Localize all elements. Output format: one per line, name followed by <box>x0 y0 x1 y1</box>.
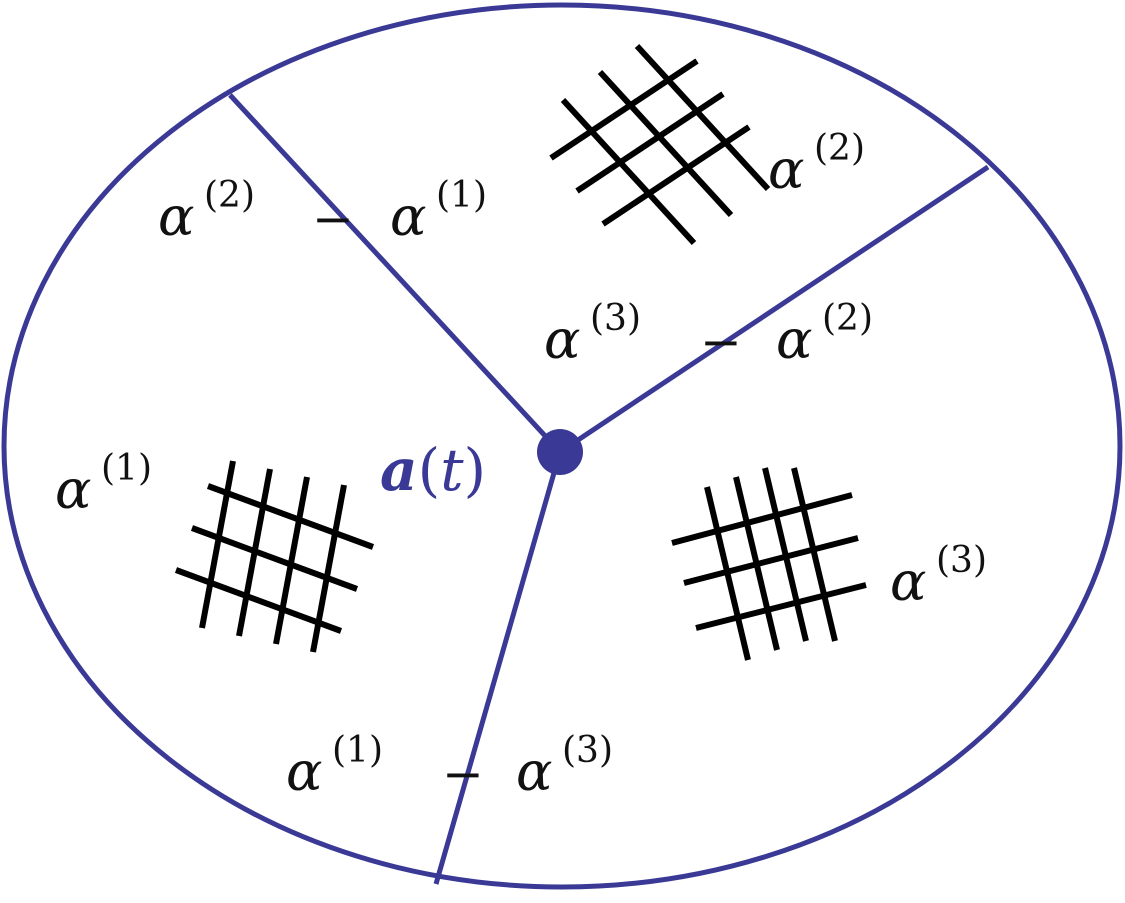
triple-junction-point <box>537 429 583 475</box>
junction-label: a(t) <box>380 436 486 504</box>
interface-label-3-2: α(3)−α(2) <box>544 298 873 371</box>
lattice-grid-icon-region-2 <box>549 43 771 246</box>
lattice-grid-icon-region-1 <box>174 460 375 653</box>
interface-label-1-3: α(1)−α(3) <box>286 730 613 803</box>
interface-line-1-3 <box>433 451 563 885</box>
interface-line-3-2 <box>558 164 990 455</box>
interface-line-2-1 <box>228 93 562 454</box>
interface-label-2-1: α(2)−α(1) <box>158 175 487 248</box>
region-label-2: α(2) <box>768 128 865 201</box>
lattice-grid-icon-region-3 <box>671 467 867 661</box>
region-label-1: α(1) <box>55 448 152 521</box>
region-label-3: α(3) <box>890 540 987 613</box>
